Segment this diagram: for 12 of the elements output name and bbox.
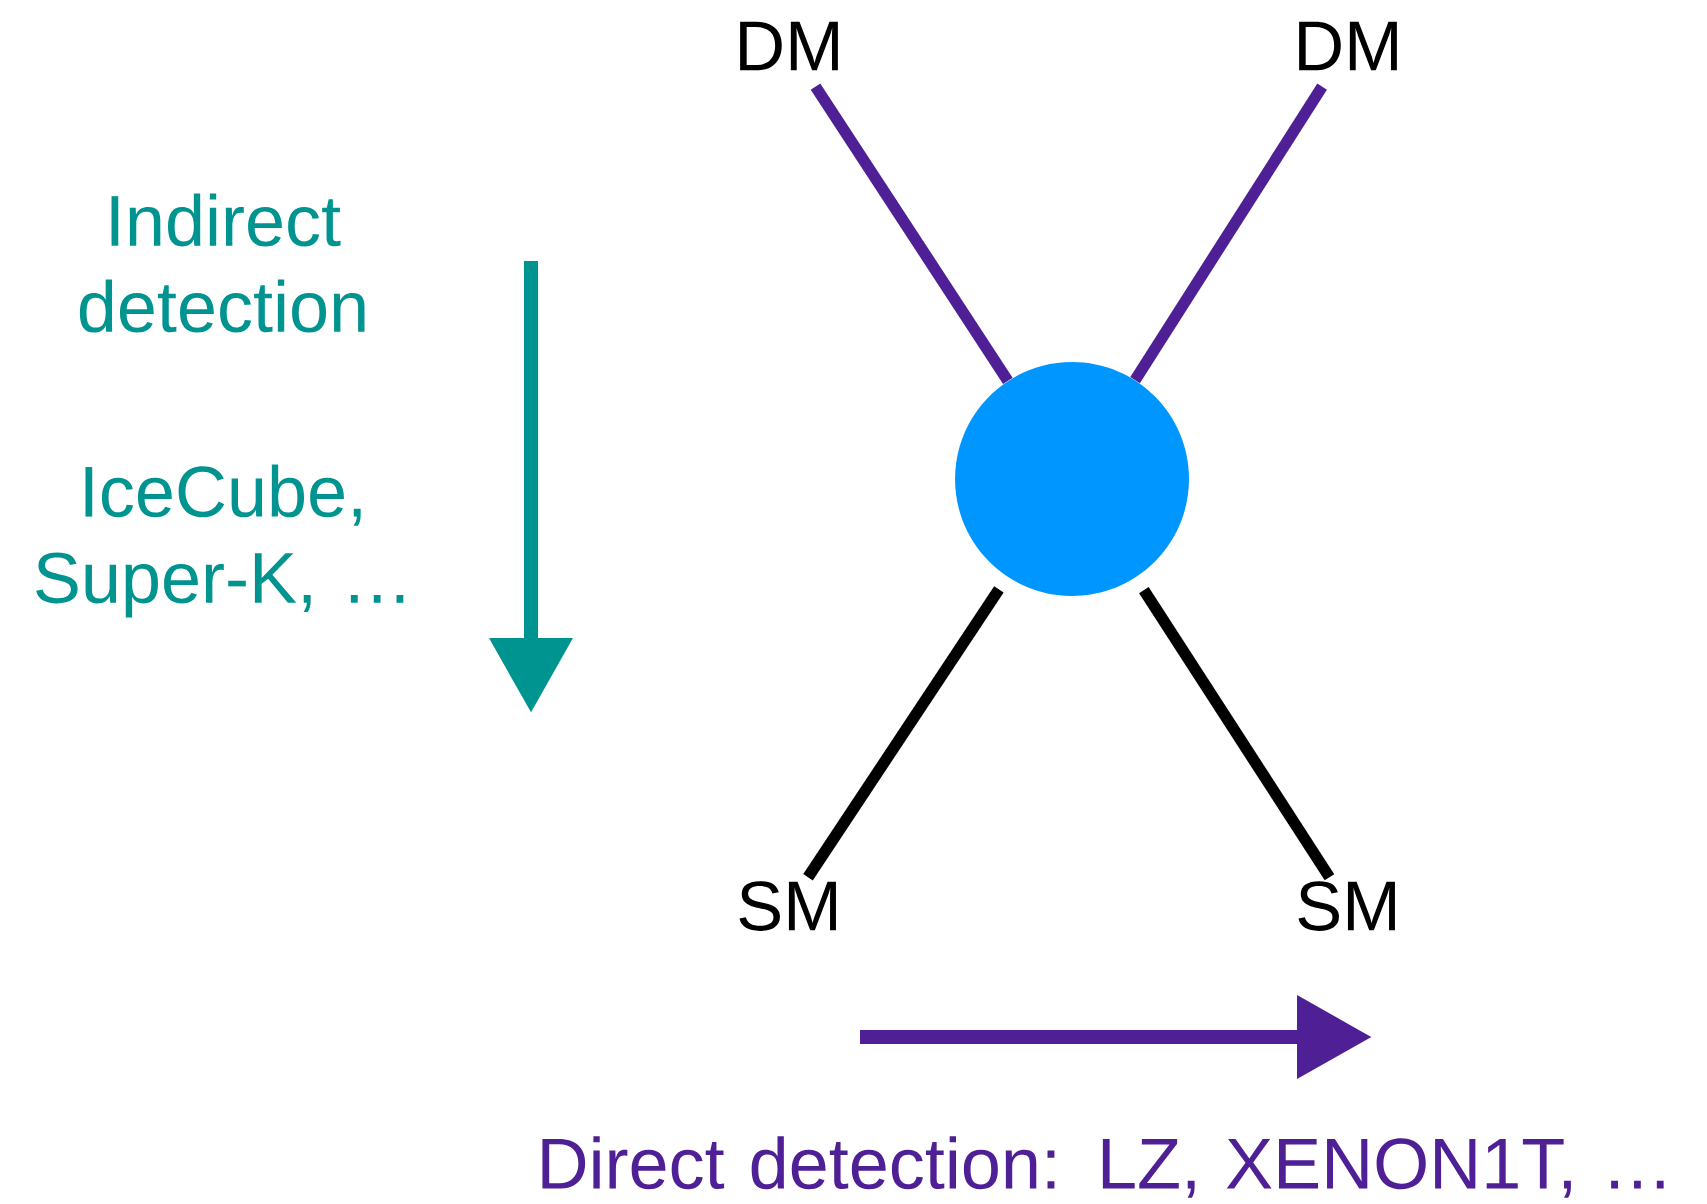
annotation-text: Indirect detection: [79, 193, 365, 333]
particle-label: SM: [739, 881, 836, 931]
line: [810, 83, 1013, 384]
line: [803, 586, 1004, 881]
line: [1130, 83, 1327, 384]
line: [1139, 587, 1335, 881]
annotation-text: IceCube, Super-K, …: [36, 464, 404, 618]
annotation-text: Direct detection: LZ, XENON1T, …: [542, 1136, 1664, 1198]
vertex-circle: [955, 362, 1189, 596]
particle-label: DM: [1299, 21, 1397, 71]
particle-label: SM: [1298, 881, 1395, 931]
particle-label: DM: [740, 21, 838, 71]
